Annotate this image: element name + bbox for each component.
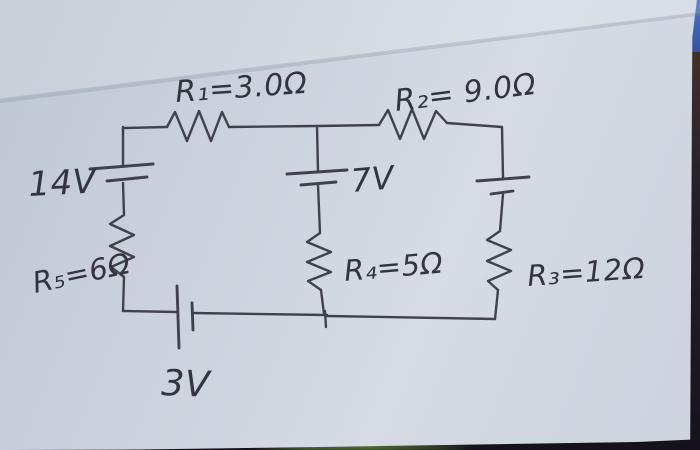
wire-bottom-node-stub bbox=[323, 309, 328, 329]
resistor-r3-zigzag bbox=[485, 229, 513, 292]
battery-right-long-plate bbox=[475, 175, 531, 183]
wire-top-middle bbox=[227, 123, 381, 129]
battery-3v-short-plate bbox=[190, 301, 195, 332]
wire-left-middle bbox=[121, 181, 126, 217]
label-r3: R₃=12Ω bbox=[526, 251, 646, 293]
wire-right-mid bbox=[498, 192, 505, 233]
label-r4: R₄=5Ω bbox=[343, 245, 445, 288]
wire-top-left bbox=[121, 125, 169, 130]
label-r2: R₂= 9.0Ω bbox=[393, 67, 538, 119]
wire-middle-mid bbox=[316, 183, 322, 235]
label-r5: R₅=6Ω bbox=[29, 246, 133, 300]
wire-bottom-left bbox=[121, 309, 179, 314]
resistor-r2-zigzag bbox=[377, 107, 449, 141]
battery-right-short-plate bbox=[489, 189, 515, 196]
wire-right-lower bbox=[493, 288, 500, 321]
battery-7v-long-plate bbox=[285, 168, 349, 176]
wire-bottom-right bbox=[325, 314, 497, 321]
battery-7v-short-plate bbox=[299, 180, 338, 187]
wire-bottom-middle bbox=[191, 311, 329, 317]
wire-right-upper bbox=[500, 125, 505, 179]
label-7v: 7V bbox=[349, 158, 397, 200]
battery-3v-long-plate bbox=[175, 284, 181, 350]
label-14v: 14V bbox=[27, 161, 99, 205]
label-3v: 3V bbox=[161, 363, 213, 406]
battery-14v-short-plate bbox=[105, 175, 149, 183]
wire-middle-lower bbox=[319, 288, 326, 316]
battery-14v-long-plate bbox=[88, 162, 155, 171]
resistor-r5-zigzag bbox=[108, 213, 136, 279]
wire-left-lower bbox=[121, 275, 126, 313]
resistor-r4-zigzag bbox=[305, 231, 333, 292]
wire-middle-upper bbox=[315, 124, 320, 173]
resistor-r1-zigzag bbox=[165, 109, 231, 143]
wire-top-right bbox=[445, 121, 504, 129]
label-r1: R₁=3.0Ω bbox=[174, 66, 308, 110]
